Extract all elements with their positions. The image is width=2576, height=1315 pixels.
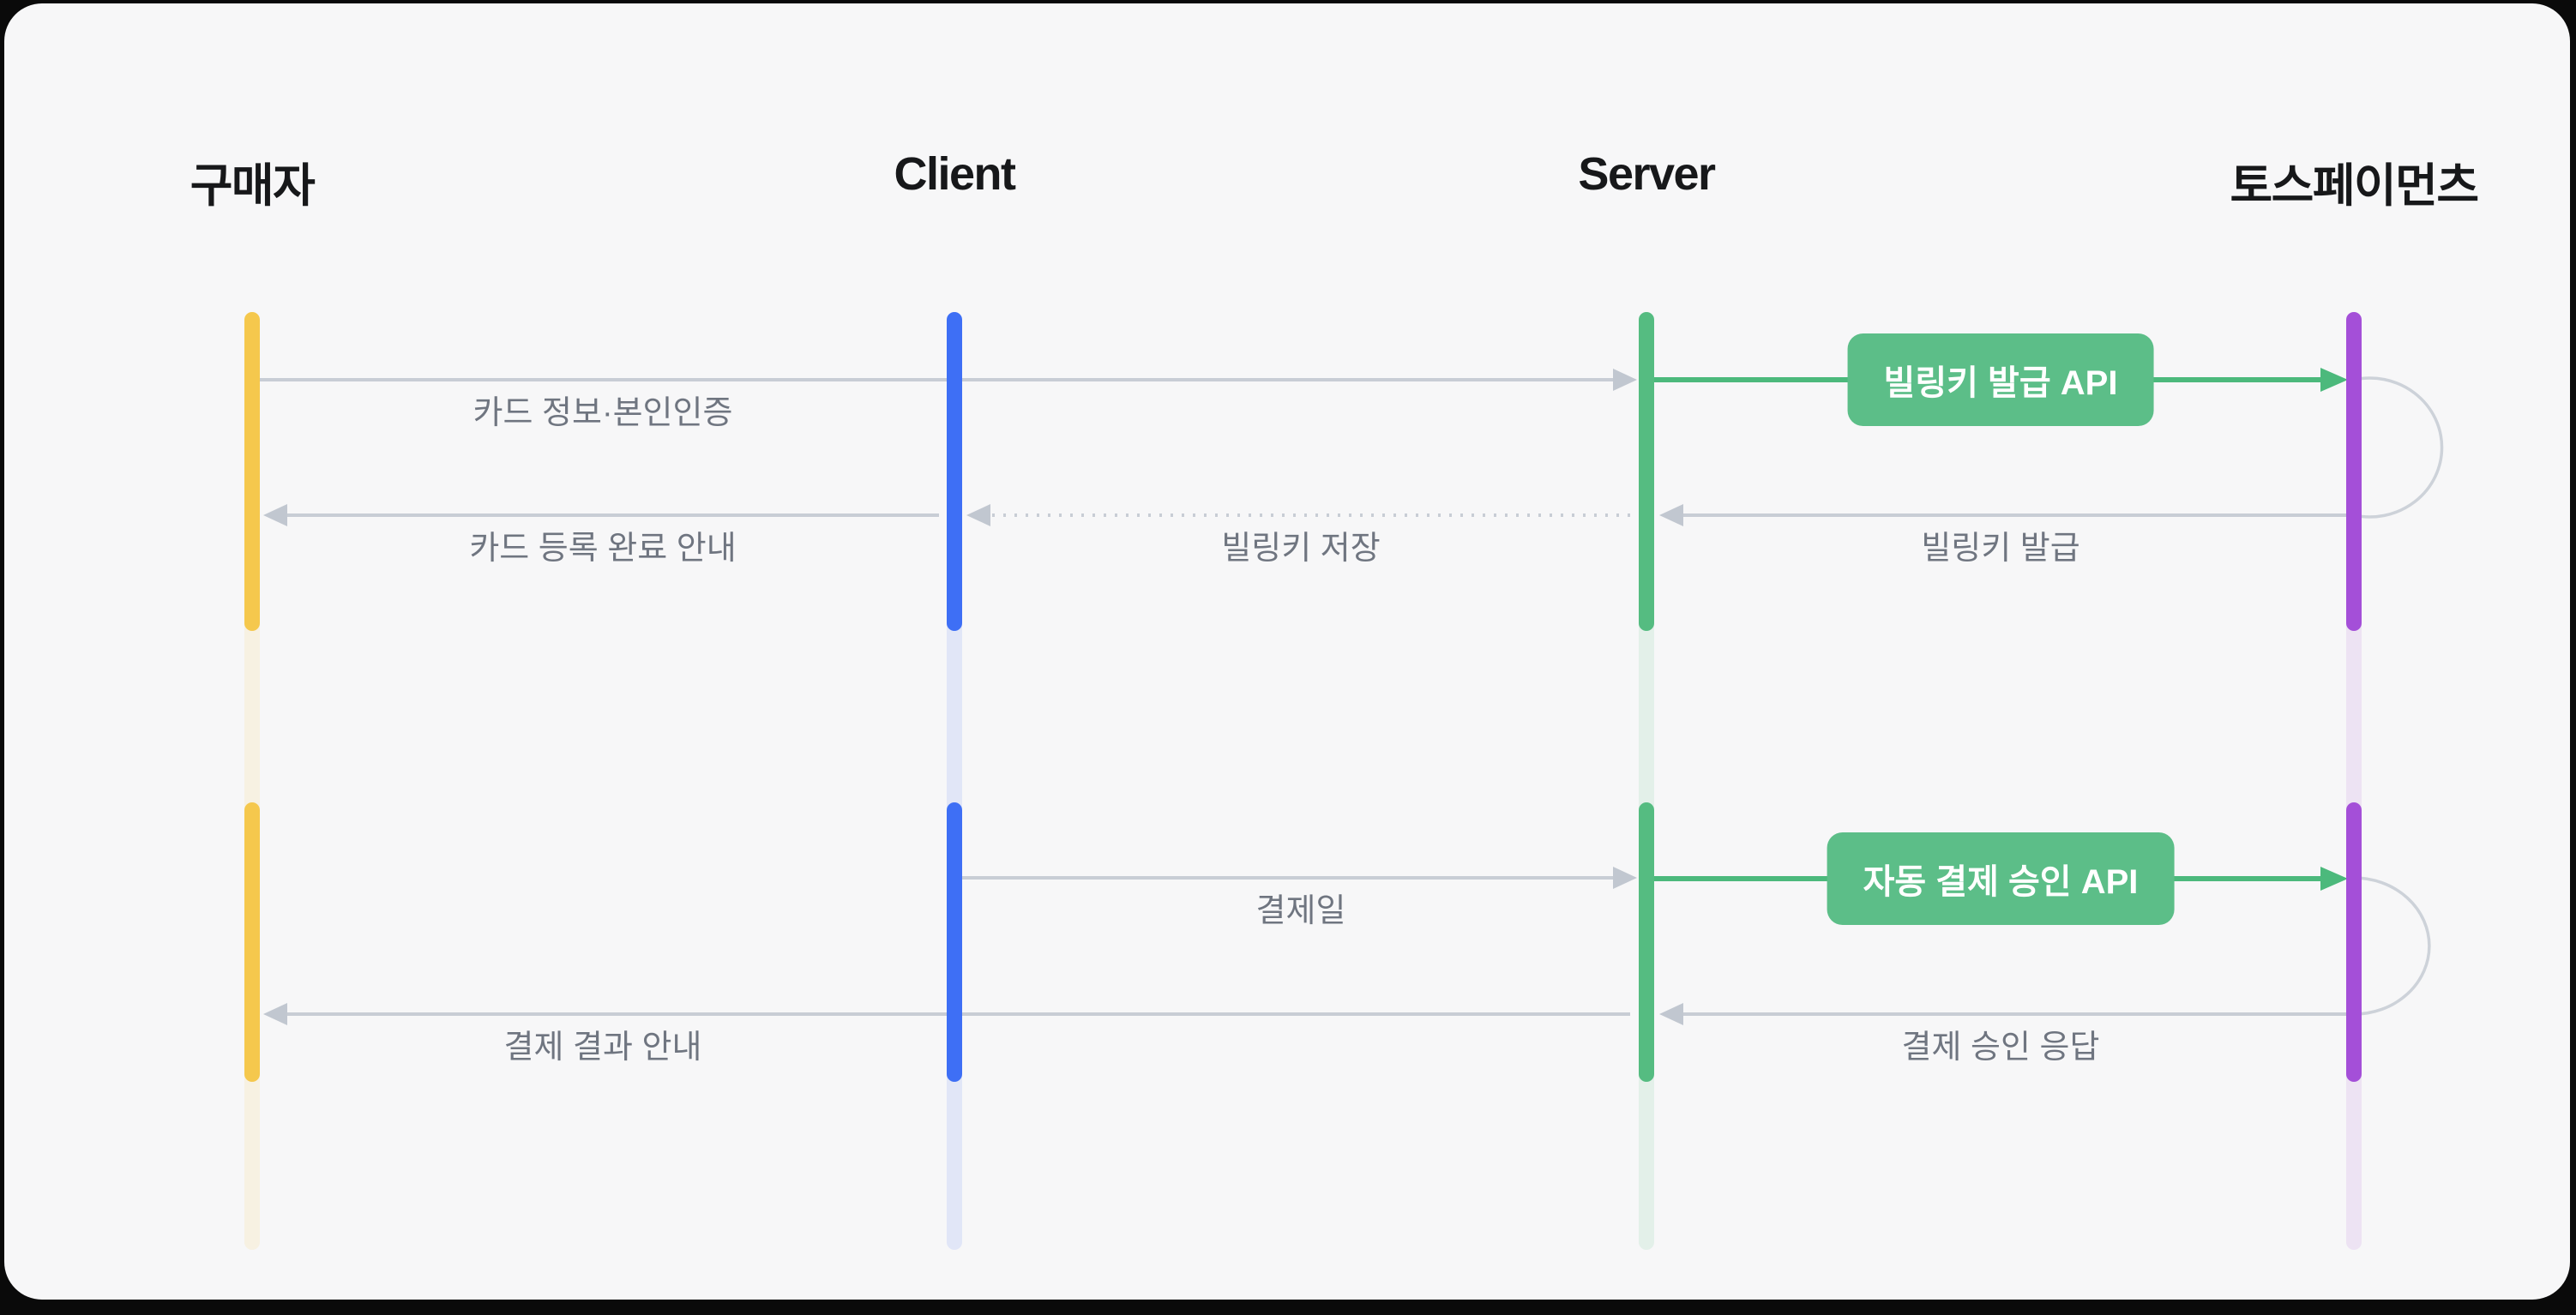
buyer-activation-2 <box>244 802 260 1082</box>
actor-title-server: Server <box>1578 148 1716 200</box>
label-card-info: 카드 정보·본인인증 <box>472 395 733 431</box>
actor-title-buyer: 구매자 <box>190 160 316 212</box>
sequence-wires <box>255 368 2444 1025</box>
arrowhead-approval-response <box>1659 1003 1683 1025</box>
arrowhead-auto-pay-api <box>2320 867 2348 891</box>
server-activation-1 <box>1639 312 1654 631</box>
label-payment-day: 결제일 <box>1255 893 1346 929</box>
client-activation-2 <box>947 802 962 1082</box>
tosspayments-activation-1 <box>2346 312 2362 631</box>
badge-billing-key-api: 빌링키 발급 API <box>1847 333 2154 426</box>
buyer-activation-1 <box>244 312 260 631</box>
arrowhead-payment-result <box>263 1003 287 1025</box>
badge-auto-pay-api: 자동 결제 승인 API <box>1827 832 2175 925</box>
diagram-card: 구매자 Client Server 토스페이먼츠 카드 정보·본인인증 카드 등… <box>4 3 2570 1300</box>
arrowhead-card-registered <box>263 504 287 526</box>
client-activation-1 <box>947 312 962 631</box>
tosspayments-activation-2 <box>2346 802 2362 1082</box>
arrowhead-billing-key-save <box>966 504 990 526</box>
label-payment-result: 결제 결과 안내 <box>503 1030 702 1066</box>
label-approval-response: 결제 승인 응답 <box>1901 1030 2100 1066</box>
label-billing-key-save: 빌링키 저장 <box>1221 531 1381 567</box>
arrowhead-payment-day <box>1613 867 1637 889</box>
label-card-registered: 카드 등록 완료 안내 <box>469 531 737 567</box>
tosspayments-self-loop-1 <box>2353 376 2444 519</box>
label-billing-key-issued: 빌링키 발급 <box>1921 531 2080 567</box>
actor-title-client: Client <box>894 148 1016 200</box>
actor-title-tosspayments: 토스페이먼츠 <box>2230 160 2479 212</box>
tosspayments-self-loop-2 <box>2353 876 2431 1016</box>
arrowhead-card-info <box>1613 369 1637 391</box>
arrowhead-billing-key-api <box>2320 368 2348 392</box>
arrowhead-billing-key-issued <box>1659 504 1683 526</box>
server-activation-2 <box>1639 802 1654 1082</box>
